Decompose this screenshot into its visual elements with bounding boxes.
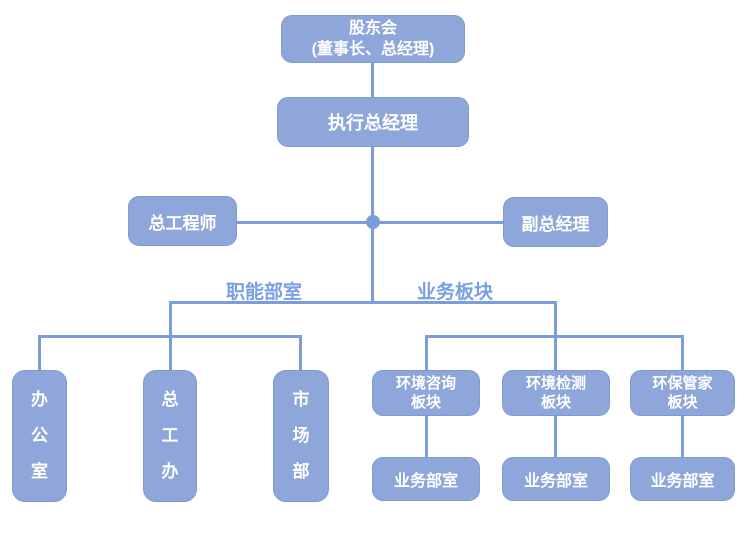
connector-business-horizontal: [425, 335, 684, 338]
drop-env-consulting: [425, 337, 428, 370]
node-env-housekeeper: 环保管家 板块: [630, 370, 735, 416]
connector-branch-horizontal: [169, 301, 557, 304]
node-business-dept-1: 业务部室: [372, 457, 480, 501]
junction-dot: [366, 215, 380, 229]
node-marketing: 市 场 部: [273, 370, 329, 502]
node-chief-engineer-office: 总 工 办: [143, 370, 197, 502]
node-office: 办 公 室: [12, 370, 67, 502]
business-segments-label: 业务板块: [417, 282, 494, 303]
drop-chief-engineer-office: [169, 337, 172, 370]
drop-env-testing: [554, 337, 557, 370]
drop-business-dept-1: [425, 416, 428, 457]
connector-functional-vertical: [169, 301, 172, 338]
drop-business-dept-3: [681, 416, 684, 457]
node-chief-engineer: 总工程师: [128, 196, 237, 246]
node-env-testing: 环境检测 板块: [502, 370, 610, 416]
node-business-dept-3: 业务部室: [630, 457, 735, 501]
connector-functional-horizontal: [38, 335, 302, 338]
node-deputy-gm: 副总经理: [503, 197, 608, 247]
drop-business-dept-2: [554, 416, 557, 457]
node-env-consulting: 环境咨询 板块: [372, 370, 480, 416]
drop-env-housekeeper: [681, 337, 684, 370]
connector-shareholders-execgm: [371, 63, 374, 97]
drop-marketing: [299, 337, 302, 370]
drop-office: [38, 337, 41, 370]
functional-departments-label: 职能部室: [226, 282, 303, 303]
node-business-dept-2: 业务部室: [502, 457, 610, 501]
node-executive-gm: 执行总经理: [277, 97, 469, 147]
node-shareholders: 股东会 (董事长、总经理): [281, 15, 465, 63]
connector-business-vertical: [554, 301, 557, 338]
